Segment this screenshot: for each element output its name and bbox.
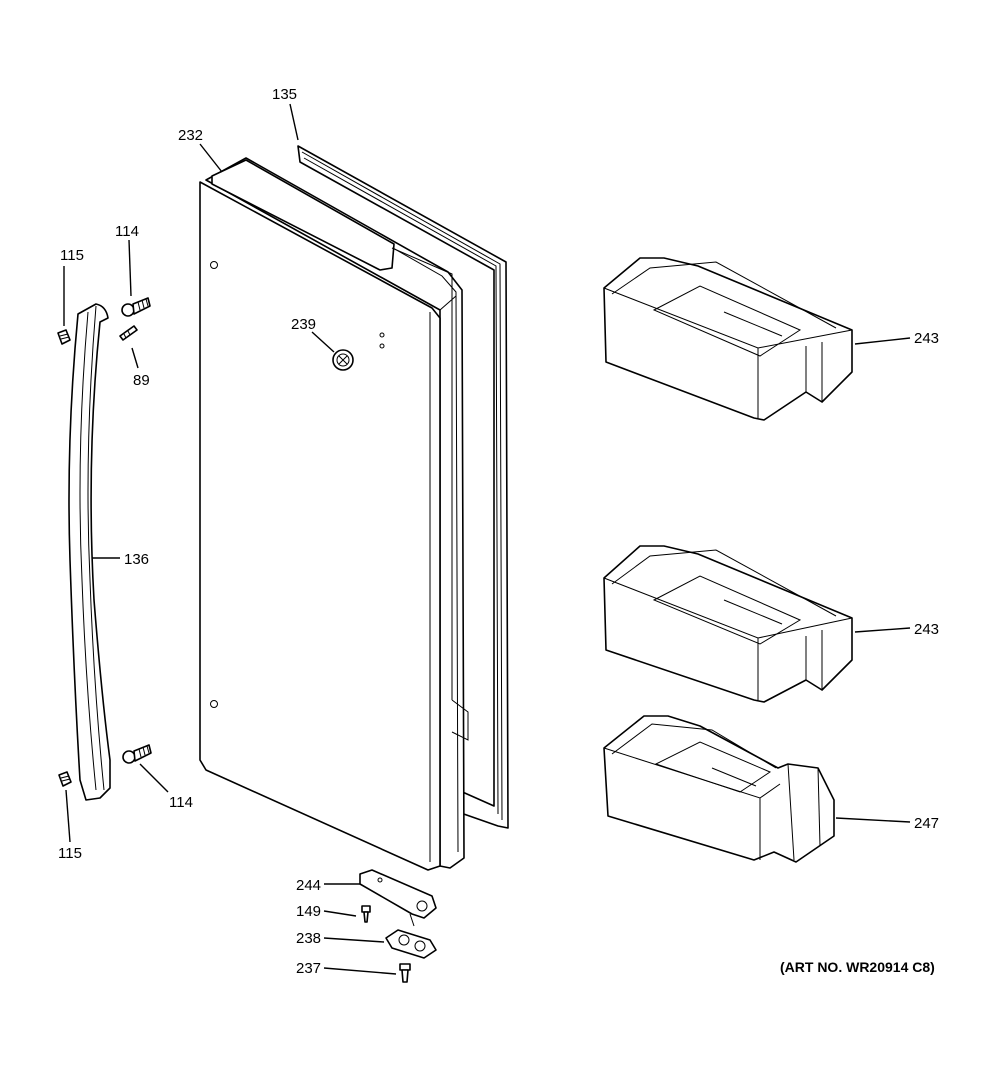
callout-247: 247: [914, 815, 939, 832]
art-number: (ART NO. WR20914 C8): [780, 959, 935, 975]
set-screw-115-bottom: [58, 771, 72, 787]
callout-149: 149: [296, 903, 321, 920]
refrigerator-door-232: [199, 157, 469, 871]
hinge-244: [359, 869, 437, 927]
door-plug-239: [332, 349, 354, 371]
door-bin-247: [603, 715, 835, 863]
callout-114-top: 114: [115, 223, 139, 240]
callout-136: 136: [124, 551, 149, 568]
callout-114-bottom: 114: [169, 794, 193, 811]
callout-115-bottom: 115: [58, 845, 82, 862]
door-handle-136: [68, 303, 111, 801]
callout-238: 238: [296, 930, 321, 947]
door-bin-243-middle: [603, 545, 853, 703]
leader-lines: [63, 103, 911, 975]
screw-89: [119, 325, 138, 341]
callout-89: 89: [133, 372, 150, 389]
shoulder-screw-114-top: [121, 297, 151, 317]
screw-149: [361, 905, 371, 923]
shoulder-screw-114-bottom: [122, 744, 152, 764]
callout-243-middle: 243: [914, 621, 939, 638]
screw-237: [399, 963, 411, 983]
callout-243-top: 243: [914, 330, 939, 347]
callout-232: 232: [178, 127, 203, 144]
hinge-bracket-238: [385, 929, 437, 959]
set-screw-115-top: [57, 329, 71, 345]
door-bin-243-top: [603, 257, 853, 421]
callout-244: 244: [296, 877, 321, 894]
callout-135: 135: [272, 86, 297, 103]
callout-237: 237: [296, 960, 321, 977]
callout-115-top: 115: [60, 247, 84, 264]
callout-239: 239: [291, 316, 316, 333]
